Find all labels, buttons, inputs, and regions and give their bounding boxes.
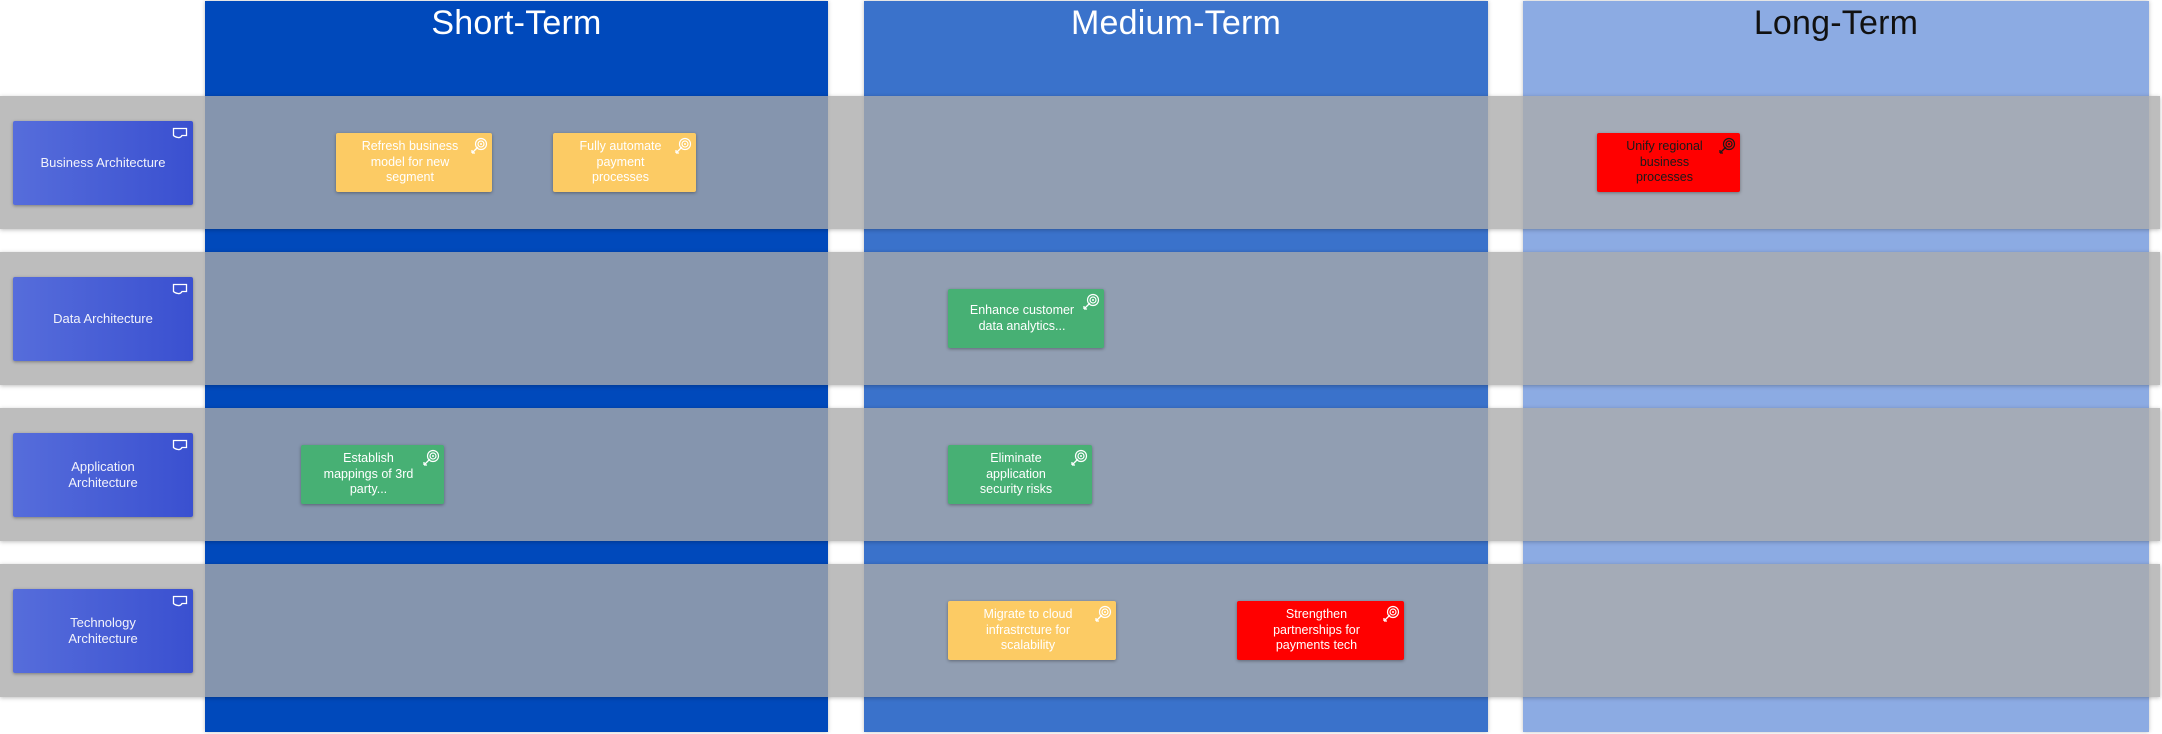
- target-icon: [1095, 605, 1112, 622]
- card-label: Strengthen partnerships for payments tec…: [1273, 607, 1360, 653]
- note-icon[interactable]: [172, 283, 188, 295]
- initiative-card-strengthen-partnerships[interactable]: Strengthen partnerships for payments tec…: [1237, 601, 1404, 660]
- card-label: Enhance customer data analytics...: [969, 303, 1075, 333]
- card-label: Refresh business model for new segment: [361, 139, 459, 185]
- initiative-card-unify-regional-processes[interactable]: Unify regional business processes: [1597, 133, 1740, 192]
- row-band-business-architecture: [0, 96, 2160, 229]
- row-header-business-architecture[interactable]: Business Architecture: [13, 121, 193, 205]
- initiative-card-enhance-customer-data[interactable]: Enhance customer data analytics...: [948, 289, 1104, 348]
- row-header-technology-architecture[interactable]: Technology Architecture: [13, 589, 193, 673]
- target-icon: [471, 137, 488, 154]
- initiative-card-establish-mappings[interactable]: Establish mappings of 3rd party...: [301, 445, 444, 504]
- row-header-application-architecture[interactable]: Application Architecture: [13, 433, 193, 517]
- row-header-label: Business Architecture: [40, 155, 166, 170]
- note-icon[interactable]: [172, 439, 188, 451]
- note-icon[interactable]: [172, 595, 188, 607]
- card-label: Migrate to cloud infrastrcture for scala…: [983, 607, 1073, 653]
- card-label: Fully automate payment processes: [579, 139, 662, 185]
- column-title-long-term: Long-Term: [1753, 4, 1919, 42]
- card-label: Establish mappings of 3rd party...: [323, 451, 414, 497]
- target-icon: [1719, 137, 1736, 154]
- column-title-short-term: Short-Term: [431, 4, 602, 42]
- target-icon: [1083, 293, 1100, 310]
- column-title-medium-term: Medium-Term: [1070, 4, 1281, 42]
- initiative-card-fully-automate-payment[interactable]: Fully automate payment processes: [553, 133, 696, 192]
- row-header-label: Application Architecture: [68, 459, 138, 490]
- target-icon: [1383, 605, 1400, 622]
- target-icon: [423, 449, 440, 466]
- initiative-card-refresh-business-model[interactable]: Refresh business model for new segment: [336, 133, 492, 192]
- initiative-card-eliminate-security-risks[interactable]: Eliminate application security risks: [948, 445, 1092, 504]
- target-icon: [1071, 449, 1088, 466]
- initiative-card-migrate-to-cloud[interactable]: Migrate to cloud infrastrcture for scala…: [948, 601, 1116, 660]
- row-header-label: Technology Architecture: [68, 615, 138, 646]
- target-icon: [675, 137, 692, 154]
- row-header-label: Data Architecture: [53, 311, 153, 326]
- note-icon[interactable]: [172, 127, 188, 139]
- card-label: Eliminate application security risks: [979, 451, 1053, 497]
- card-label: Unify regional business processes: [1626, 139, 1703, 185]
- row-header-data-architecture[interactable]: Data Architecture: [13, 277, 193, 361]
